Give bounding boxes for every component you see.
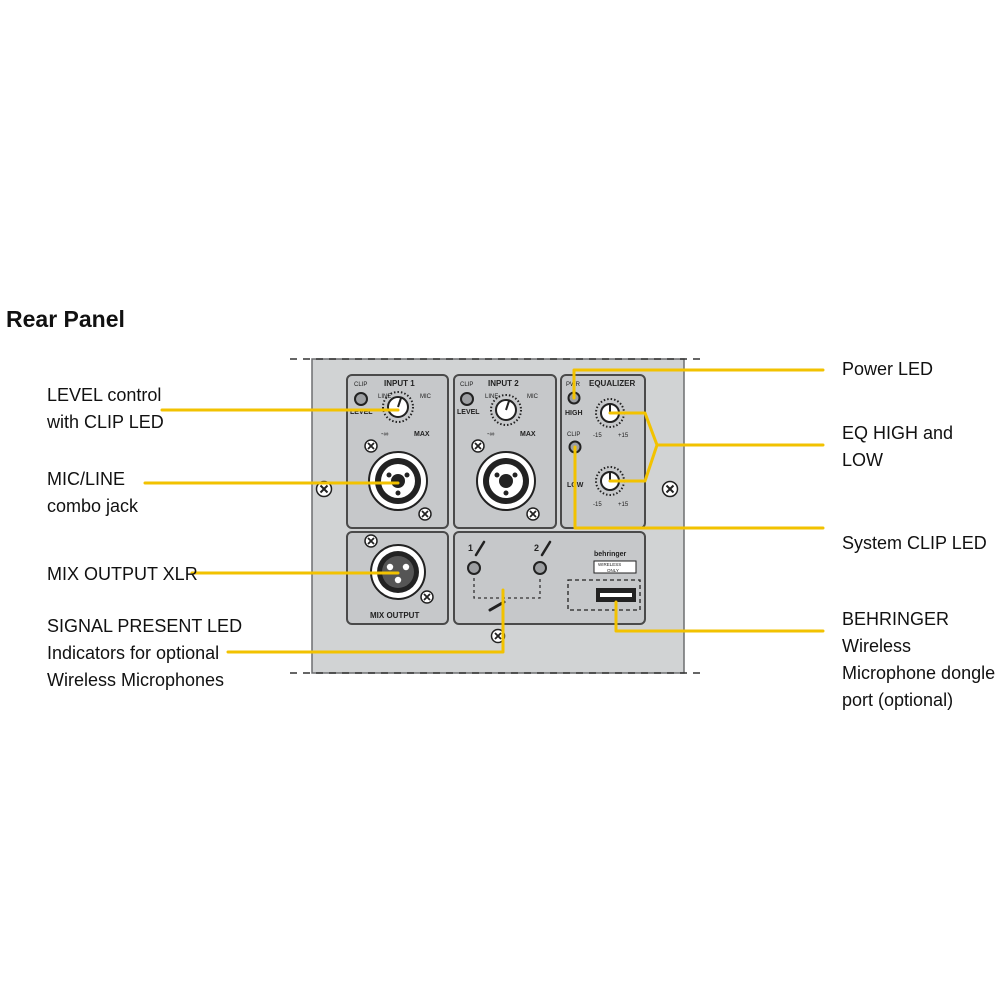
- behringer-logo-text: behringer: [594, 551, 627, 558]
- eq-clip-label: CLIP: [567, 432, 580, 438]
- input2-level-label: LEVEL: [457, 409, 480, 416]
- input1-clip-label: CLIP: [354, 382, 367, 388]
- mix-output-screw-b: [420, 590, 434, 604]
- wireless-badge-text: WIRELESS: [598, 562, 621, 567]
- input1-level-label: LEVEL: [350, 409, 373, 416]
- label-line: MIC/LINE: [47, 469, 126, 489]
- leader-system-clip: [573, 445, 825, 530]
- input1-max-label: MAX: [414, 431, 430, 438]
- mix-output-label: MIX OUTPUT: [370, 611, 419, 620]
- input2-clip-label: CLIP: [460, 382, 473, 388]
- label-mic-line: MIC/LINE combo jack: [47, 466, 138, 520]
- wireless-mic1-icon: [474, 540, 486, 557]
- input1-clip-led: [354, 392, 368, 406]
- leader-signal-present: [226, 588, 505, 654]
- label-line: SIGNAL PRESENT LED: [47, 616, 243, 636]
- label-power-led: Power LED: [842, 356, 933, 383]
- leader-lines: [143, 368, 825, 654]
- signal-led-1: [467, 561, 481, 575]
- eq-high-minus-label: -15: [593, 433, 602, 439]
- input2-combo-jack[interactable]: [476, 451, 536, 511]
- label-line: Microphone dongle: [842, 663, 996, 683]
- eq-high-plus-label: +15: [618, 433, 629, 439]
- wireless-led-bracket: [473, 578, 541, 599]
- input2-title: INPUT 2: [488, 379, 519, 388]
- input1-screw-b: [418, 507, 432, 521]
- eq-low-plus-label: +15: [618, 502, 629, 508]
- label-system-clip: System CLIP LED: [842, 530, 987, 557]
- input2-min-label: -∞: [487, 431, 494, 438]
- screw-right: [661, 480, 679, 498]
- label-mix-output-xlr: MIX OUTPUT XLR: [47, 561, 198, 588]
- label-line: EQ HIGH and: [842, 423, 954, 443]
- label-line: port (optional): [842, 690, 954, 710]
- input2-screw-a: [471, 439, 485, 453]
- page-title: Rear Panel: [6, 306, 125, 332]
- signal-led-2: [533, 561, 547, 575]
- input1-screw-a: [364, 439, 378, 453]
- label-signal-present: SIGNAL PRESENT LED Indicators for option…: [47, 613, 242, 694]
- input2-knob-pointer: [505, 400, 510, 411]
- wireless-mic2-icon: [540, 540, 552, 557]
- label-line: System CLIP LED: [842, 533, 987, 553]
- dongle-port-outline: [567, 579, 641, 611]
- label-line: with CLIP LED: [47, 412, 164, 432]
- label-line: LOW: [842, 450, 884, 470]
- input2-line-label: LINE: [485, 394, 498, 400]
- wireless-ch2-label: 2: [534, 543, 539, 553]
- label-line: Wireless Microphones: [47, 670, 225, 690]
- input2-mic-label: MIC: [527, 394, 539, 400]
- input1-knob-pointer: [397, 397, 402, 408]
- eq-title: EQUALIZER: [589, 379, 635, 388]
- wireless-only-text: ONLY: [607, 568, 619, 573]
- input1-title: INPUT 1: [384, 379, 415, 388]
- input1-level-knob-scale: [382, 391, 414, 423]
- input2-level-knob-scale: [490, 394, 522, 426]
- eq-high-label: HIGH: [565, 410, 583, 417]
- eq-low-minus-label: -15: [593, 502, 602, 508]
- input2-screw-b: [526, 507, 540, 521]
- mix-output-screw-a: [364, 534, 378, 548]
- label-wireless-port: BEHRINGER Wireless Microphone dongle por…: [842, 606, 1000, 714]
- dongle-usb-tongue: [600, 593, 632, 597]
- input2-max-label: MAX: [520, 431, 536, 438]
- wireless-only-badge: [593, 560, 637, 574]
- leader-power-led: [572, 368, 825, 400]
- leader-eq-knobs: [608, 411, 825, 483]
- wireless-ch1-label: 1: [468, 543, 473, 553]
- input1-mic-label: MIC: [420, 394, 432, 400]
- label-line: Power LED: [842, 359, 934, 379]
- input1-line-label: LINE: [378, 394, 391, 400]
- label-line: combo jack: [47, 496, 139, 516]
- input1-min-label: -∞: [381, 431, 388, 438]
- label-eq-high-low: EQ HIGH and LOW: [842, 420, 953, 474]
- input1-combo-jack[interactable]: [368, 451, 428, 511]
- label-line: MIX OUTPUT XLR: [47, 564, 198, 584]
- input2-clip-led: [460, 392, 474, 406]
- label-level-control: LEVEL control with CLIP LED: [47, 382, 164, 436]
- label-line: LEVEL control: [47, 385, 162, 405]
- label-line: Indicators for optional: [47, 643, 220, 663]
- label-line: BEHRINGER Wireless: [842, 609, 950, 656]
- leader-wireless-port: [614, 600, 825, 633]
